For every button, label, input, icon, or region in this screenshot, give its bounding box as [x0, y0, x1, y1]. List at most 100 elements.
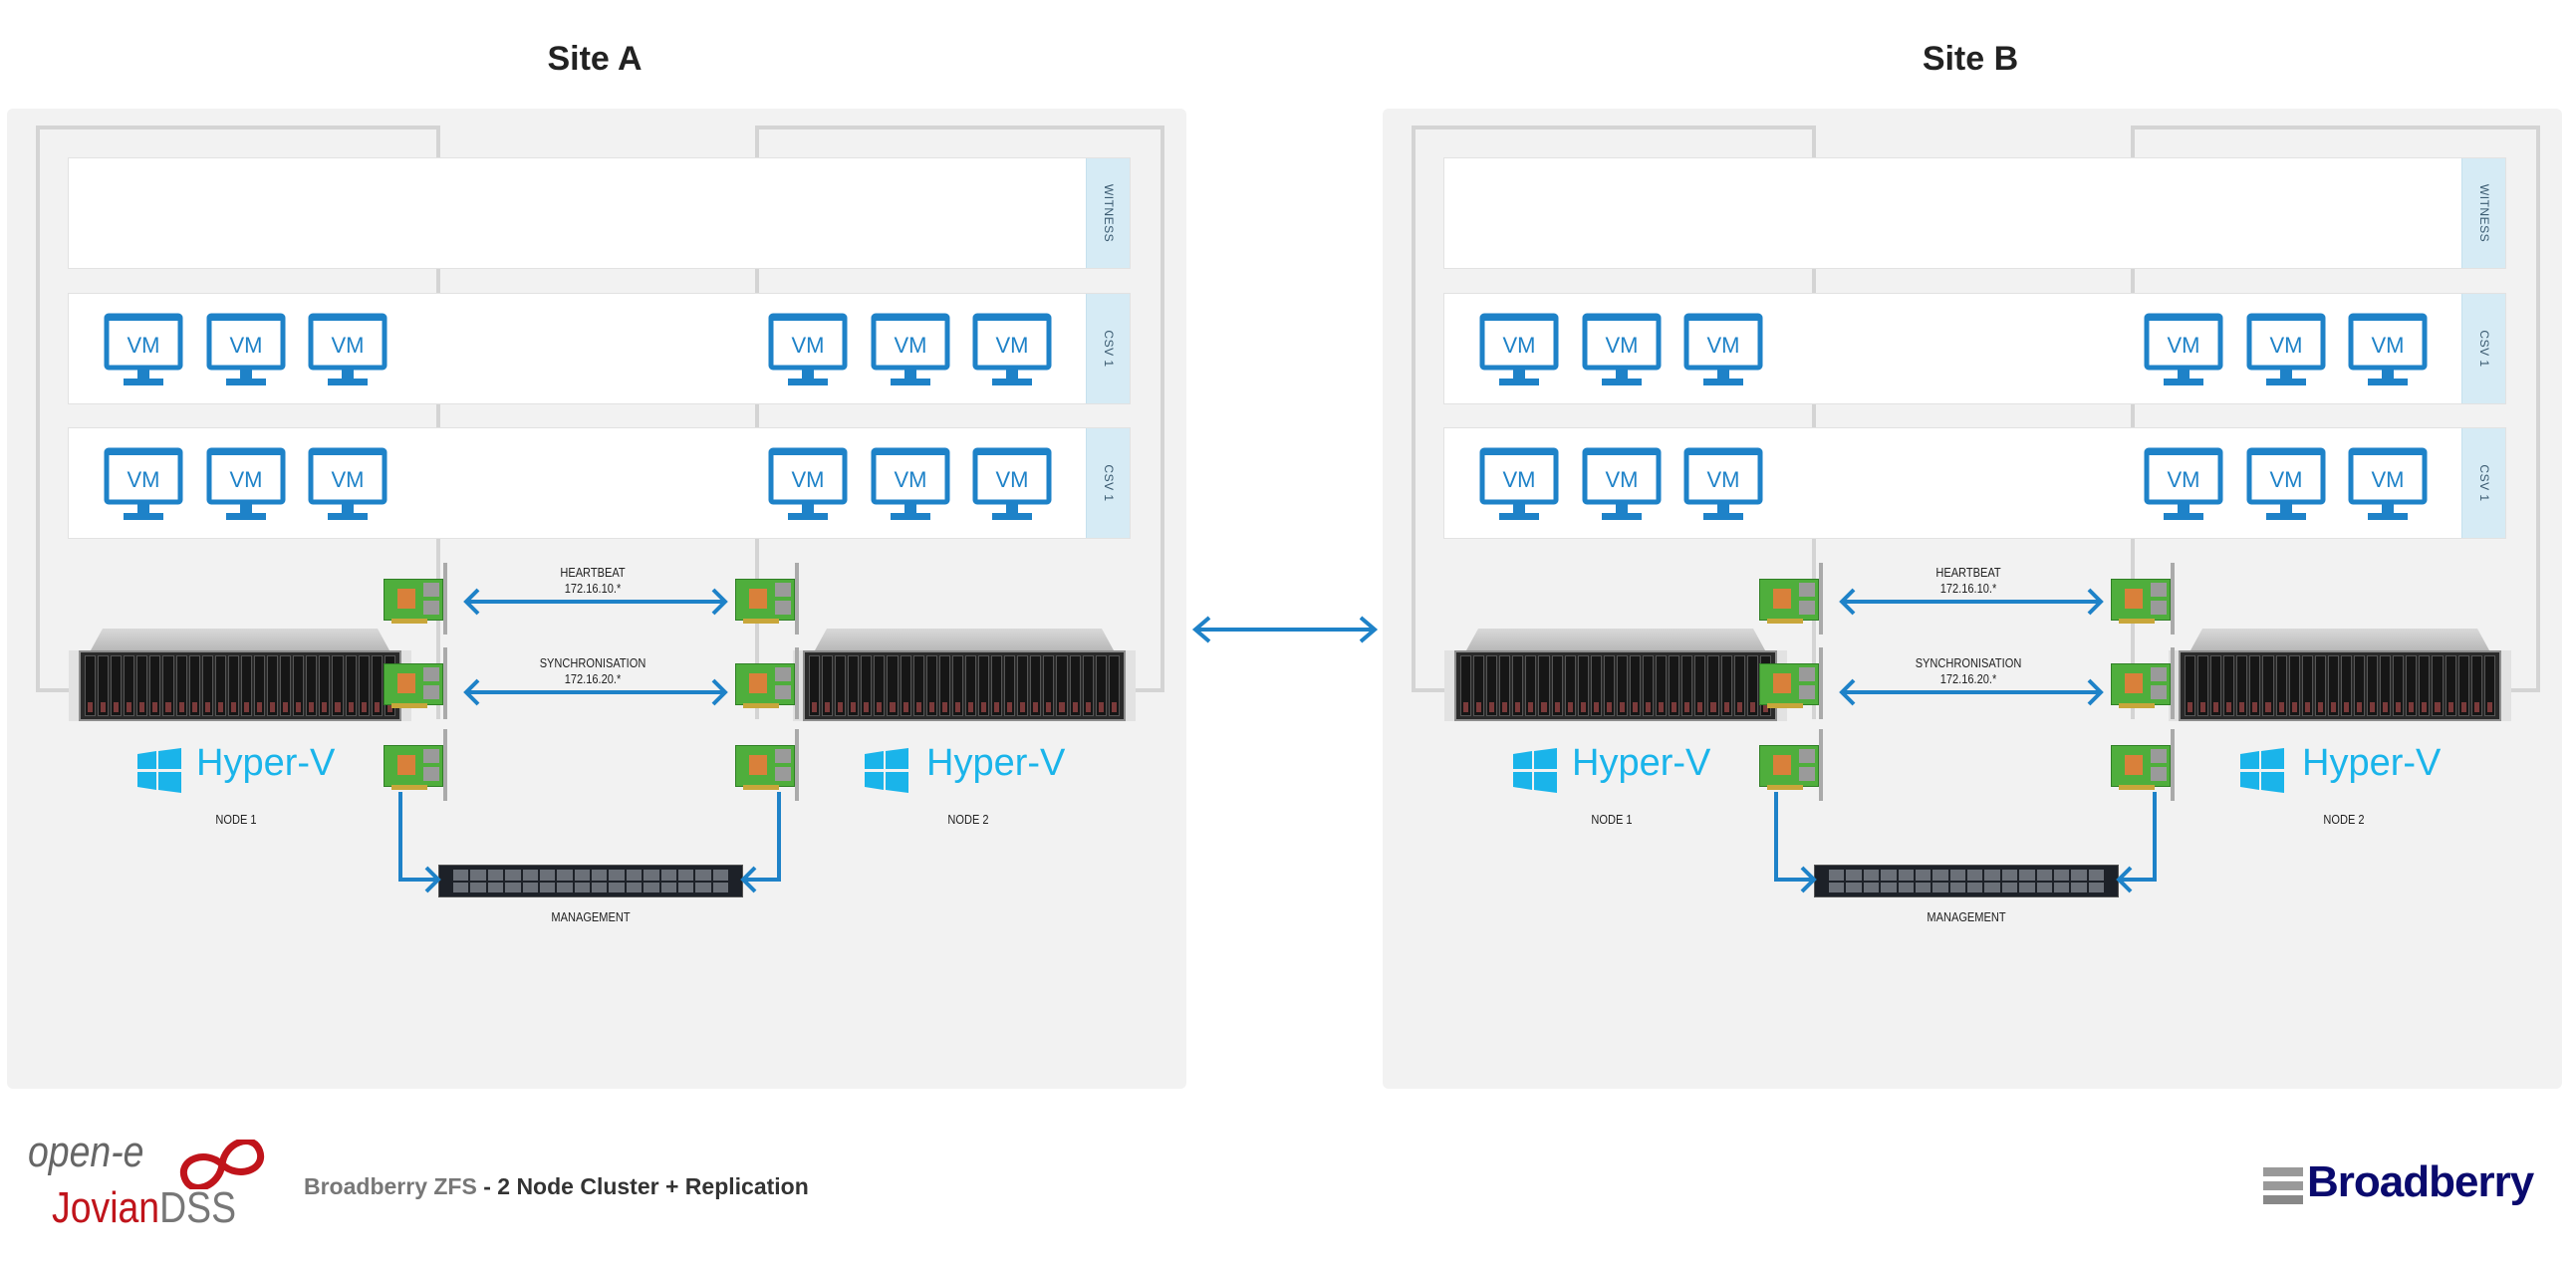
sync-ip: 172.16.20.* — [564, 671, 622, 686]
vm-monitor-icon: VM — [2348, 447, 2428, 520]
network-card — [2111, 563, 2183, 635]
network-card — [1759, 729, 1831, 801]
drive-bay — [1616, 655, 1629, 716]
drive-bay — [1043, 655, 1055, 716]
drive-bay — [306, 655, 318, 716]
network-card — [384, 729, 455, 801]
vm-item: VM — [104, 447, 183, 521]
open-e-text: open-e — [28, 1128, 144, 1176]
vm-label: VM — [128, 467, 160, 492]
drive-bay — [822, 655, 834, 716]
drive-bay — [1056, 655, 1068, 716]
drive-bay — [280, 655, 292, 716]
vm-label: VM — [895, 467, 927, 492]
server-chassis-top — [815, 629, 1114, 650]
sync-link-arrow-icon — [1839, 678, 2104, 706]
management-link-left-arrow-icon — [398, 792, 441, 893]
server-rack-ear — [2499, 650, 2511, 721]
vm-label: VM — [1606, 467, 1639, 492]
vm-label: VM — [2372, 333, 2405, 358]
drive-bay — [900, 655, 911, 716]
volume-label-strip: CSV 1 — [1086, 428, 1130, 538]
drive-bay — [358, 655, 370, 716]
network-card — [1759, 647, 1831, 719]
windows-logo-icon — [865, 748, 908, 793]
vm-label: VM — [996, 333, 1029, 358]
drive-bay — [2457, 655, 2469, 716]
vm-item: VM — [972, 447, 1052, 521]
vm-item: VM — [1582, 447, 1662, 521]
vm-monitor-icon: VM — [972, 447, 1052, 520]
volume-label-strip: WITNESS — [2461, 158, 2505, 268]
vm-item: VM — [308, 313, 387, 386]
vm-monitor-icon: VM — [206, 313, 286, 385]
drive-bay — [214, 655, 226, 716]
drive-bay — [136, 655, 148, 716]
drive-bay — [1095, 655, 1107, 716]
drive-bay — [1486, 655, 1498, 716]
vm-monitor-icon: VM — [1479, 313, 1559, 385]
heartbeat-label: HEARTBEAT — [1935, 565, 2001, 580]
vm-item: VM — [2348, 447, 2428, 521]
server-rack-ear — [1124, 650, 1136, 721]
node-label: NODE 2 — [947, 812, 989, 827]
jovian-text: Jovian — [52, 1183, 160, 1232]
vm-monitor-icon: VM — [2348, 313, 2428, 385]
network-card — [384, 647, 455, 719]
drive-bay — [332, 655, 344, 716]
drive-bay — [2262, 655, 2274, 716]
vm-label: VM — [895, 333, 927, 358]
windows-logo-icon — [137, 748, 181, 793]
server-node-2 — [793, 629, 1136, 721]
drive-bay — [835, 655, 847, 716]
heartbeat-ip: 172.16.10.* — [564, 581, 622, 596]
drive-bay — [149, 655, 161, 716]
drive-bay — [2380, 655, 2392, 716]
management-link-left-arrow-icon — [1774, 792, 1817, 893]
server-chassis-top — [91, 629, 389, 650]
vm-item: VM — [308, 447, 387, 521]
vm-item: VM — [1479, 447, 1559, 521]
vm-label: VM — [996, 467, 1029, 492]
hyperv-label: Hyper-V — [926, 742, 1066, 784]
server-drive-bays — [2179, 650, 2501, 721]
volume-label-strip: CSV 1 — [2461, 294, 2505, 403]
vm-item: VM — [2144, 447, 2223, 521]
management-label: MANAGEMENT — [1927, 909, 2006, 924]
vm-monitor-icon: VM — [768, 447, 848, 520]
drive-bay — [2445, 655, 2456, 716]
drive-bay — [1669, 655, 1680, 716]
drive-bay — [2340, 655, 2353, 716]
vm-monitor-icon: VM — [308, 313, 387, 385]
drive-bay — [85, 655, 97, 716]
drive-bay — [809, 655, 821, 716]
server-chassis-top — [1466, 629, 1765, 650]
drive-bay — [1590, 655, 1602, 716]
drive-bay — [2288, 655, 2300, 716]
drive-bay — [1108, 655, 1120, 716]
volume-label-strip: CSV 1 — [2461, 428, 2505, 538]
management-switch — [438, 865, 743, 897]
drive-bay — [2314, 655, 2326, 716]
server-chassis-top — [2190, 629, 2489, 650]
network-card — [1759, 563, 1831, 635]
vm-item: VM — [1683, 447, 1763, 521]
drive-bay — [1746, 655, 1758, 716]
drive-bay — [2327, 655, 2339, 716]
drive-bay — [2419, 655, 2431, 716]
title-rest: - 2 Node Cluster + Replication — [476, 1173, 809, 1199]
drive-bay — [848, 655, 860, 716]
drive-bay — [175, 655, 187, 716]
network-links — [1774, 588, 2157, 893]
vm-label: VM — [1707, 333, 1740, 358]
drive-bay — [2249, 655, 2261, 716]
vm-monitor-icon: VM — [1582, 313, 1662, 385]
broadberry-text: Broadberry — [2307, 1157, 2534, 1206]
drive-bay — [2210, 655, 2222, 716]
vm-label: VM — [2168, 467, 2200, 492]
node-label: NODE 2 — [2323, 812, 2365, 827]
vm-monitor-icon: VM — [2144, 447, 2223, 520]
